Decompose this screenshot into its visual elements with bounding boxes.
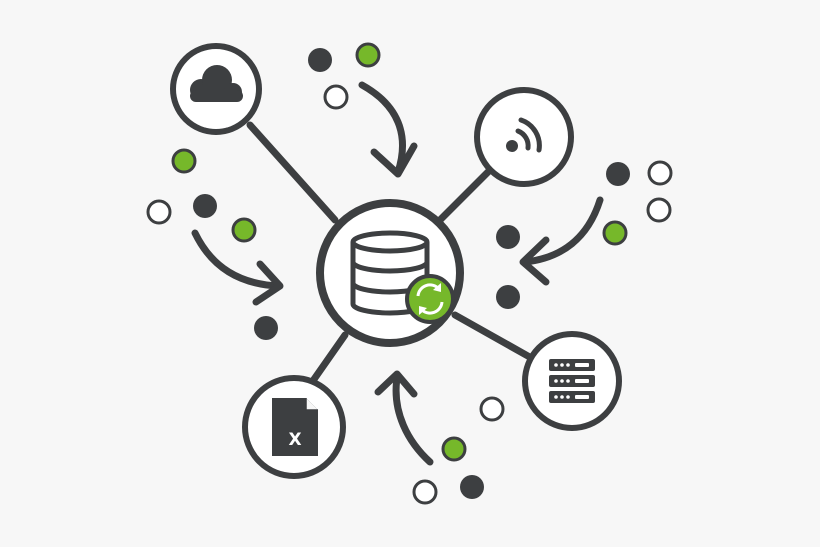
particle-green — [441, 436, 467, 462]
particle-hollow — [323, 84, 349, 110]
particle-hollow — [479, 396, 505, 422]
edge-hub-servers — [451, 311, 539, 364]
flow-arrow-bottom — [374, 370, 434, 466]
flow-arrow-left — [191, 229, 284, 306]
particle-hollow — [647, 160, 673, 186]
flow-arrow-top — [358, 81, 418, 178]
particle-dark — [254, 316, 278, 340]
particle-hollow — [646, 197, 672, 223]
edge-hub-cloud — [246, 121, 339, 224]
servers-node — [522, 331, 622, 431]
excel-file-icon: X — [272, 398, 318, 456]
cloud-icon — [190, 65, 243, 102]
database-icon — [350, 230, 430, 316]
particle-green — [171, 148, 197, 174]
sync-badge — [405, 274, 455, 324]
particle-green — [231, 217, 257, 243]
particle-hollow — [412, 479, 438, 505]
particle-dark — [193, 194, 217, 218]
file-node: X — [242, 375, 346, 479]
edge-hub-feed — [436, 166, 494, 224]
connections — [246, 121, 539, 389]
particle-hollow — [146, 199, 172, 225]
data-particles — [146, 42, 673, 505]
particle-green — [355, 42, 381, 68]
particle-dark — [308, 48, 332, 72]
particle-dark — [460, 475, 484, 499]
file-type-label: X — [288, 430, 301, 450]
flow-arrow-right — [519, 196, 604, 286]
hub-node — [316, 199, 464, 347]
particle-dark — [496, 285, 520, 309]
server-rack-icon — [549, 359, 595, 403]
rss-feed-icon — [506, 117, 542, 153]
flow-arrows — [191, 81, 604, 466]
feed-node — [474, 87, 574, 187]
cloud-node — [170, 43, 262, 135]
particle-dark — [496, 225, 520, 249]
particle-dark — [606, 162, 630, 186]
sync-icon — [416, 283, 444, 315]
edge-hub-file — [306, 331, 349, 389]
particle-green — [602, 220, 628, 246]
